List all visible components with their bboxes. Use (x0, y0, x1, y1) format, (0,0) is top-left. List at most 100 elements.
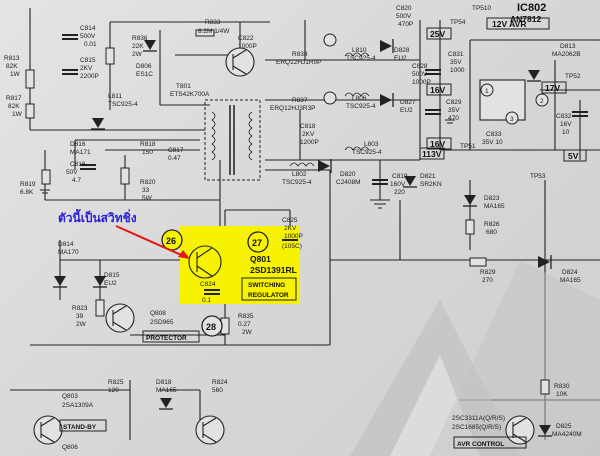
r835-watt: 2W (242, 329, 253, 336)
r836-label: R836 (132, 35, 148, 42)
d814-part: MA170 (58, 249, 79, 256)
c816-value: 4.7 (72, 177, 81, 184)
c818-volt: 2KV (302, 131, 315, 138)
q801-label: Q801 (250, 254, 271, 264)
l803-label: L803 (364, 141, 379, 148)
boxed-annotations (59, 17, 587, 449)
ic-pin-2: 2 (540, 98, 544, 105)
c815-volt: 2KV (80, 65, 93, 72)
c825-value: 1000P (284, 233, 303, 240)
r838-part: ERQ12HJ1R0P (276, 59, 322, 66)
d806-label: D806 (136, 63, 152, 70)
switching-label: SWITCHING (248, 282, 285, 289)
callout-text: ตัวนี้เป็นสวิทชิ่ง (58, 208, 137, 225)
c825-label: C825 (282, 217, 298, 224)
ic-pin-1: 1 (485, 88, 489, 95)
c816-volt: 50V (66, 169, 78, 176)
c819-label: C819 (392, 173, 408, 180)
r835-value: 0.27 (238, 321, 251, 328)
ic802-part: AN7812 (510, 14, 541, 24)
c816-label: C816 (70, 161, 86, 168)
c820-label: C820 (396, 5, 412, 12)
q801-part: 2SD1391RL (250, 265, 297, 275)
r823-label: R823 (72, 305, 88, 312)
c818-label: C818 (300, 123, 316, 130)
voltage-113v: 113V (422, 149, 442, 159)
standby-label: STAND-BY (63, 424, 97, 431)
r823-value: 39 (76, 313, 84, 320)
r824-label: R824 (212, 379, 228, 386)
c831-value: 1000 (450, 67, 465, 74)
c814-value: 0.01 (84, 41, 97, 48)
c824-value: 0.1 (202, 297, 211, 304)
c829-label: C829 (446, 99, 462, 106)
c832-volt: 16V (560, 121, 572, 128)
c822-label: C822 (238, 35, 254, 42)
r820-value: 33 (142, 187, 150, 194)
tp510-label: TP510 (472, 5, 492, 12)
r820-watt: 5W (142, 195, 153, 202)
l806-label: L806 (352, 95, 367, 102)
d821-part: SR2KN (420, 181, 442, 188)
d824-part: MA165 (560, 277, 581, 284)
tp52-label: TP52 (565, 73, 581, 80)
r819-value: 6.8K (20, 189, 34, 196)
d816-part: MA171 (70, 149, 91, 156)
d824-label: D824 (562, 269, 578, 276)
l811-part: TSC925-4 (108, 101, 138, 108)
tp54-label: TP54 (450, 19, 466, 26)
r825-value: 120 (108, 387, 119, 394)
avr-control-label: AVR CONTROL (457, 441, 504, 448)
l811-label: L811 (108, 93, 122, 100)
d821-label: D821 (420, 173, 436, 180)
r838-label: R838 (292, 51, 308, 58)
background-triangles (350, 260, 600, 456)
l803-part: TSC925-4 (352, 149, 382, 156)
r824-value: 560 (212, 387, 223, 394)
d827-part: EU2 (400, 107, 413, 114)
node-27: 27 (252, 238, 262, 248)
tp53-label: TP53 (530, 173, 546, 180)
c831-label: C831 (448, 51, 464, 58)
l810-part: TSC925-4 (346, 55, 376, 62)
r833-label: R833 (205, 19, 221, 26)
r817-label: R817 (6, 95, 22, 102)
d815-part: EU2 (104, 280, 117, 287)
regulator-label: REGULATOR (248, 292, 289, 299)
r826-value: 680 (486, 229, 497, 236)
r829-label: R829 (480, 269, 496, 276)
c833-label: C833 (486, 131, 502, 138)
r825-label: R825 (108, 379, 124, 386)
r837-part: ERQ12HJ3R3P (270, 105, 316, 112)
q803-part: 2SA1309A (62, 402, 94, 409)
r836-watt: 2W (132, 51, 143, 58)
c832-value: 10 (562, 129, 570, 136)
c820-value: 470P (398, 21, 413, 28)
c824-label: C824 (200, 281, 216, 288)
r818-value: 150 (142, 149, 153, 156)
d806-part: ES1C (136, 71, 153, 78)
protector-label: PROTECTOR (146, 335, 187, 342)
r826-label: R826 (484, 221, 500, 228)
d820-part: C2408M (336, 179, 361, 186)
c817-label: C817 (168, 147, 184, 154)
l810-label: L810 (352, 47, 367, 54)
d813-part: MA2062B (552, 51, 581, 58)
c833-value: 35V 10 (482, 139, 503, 146)
r837-label: R837 (292, 97, 308, 104)
q808-label: Q808 (150, 310, 166, 317)
q808-part: 2SD965 (150, 319, 174, 326)
c814-label: C814 (80, 25, 96, 32)
d813-label: D813 (560, 43, 576, 50)
ic802-box-label: 12V AVR (492, 19, 527, 29)
d814-label: D814 (58, 241, 74, 248)
r819-label: R819 (20, 181, 36, 188)
d827-label: D827 (400, 99, 416, 106)
callout-arrow (115, 225, 190, 259)
r830-label: R830 (554, 383, 570, 390)
r820-label: R820 (140, 179, 156, 186)
r823-watt: 2W (76, 321, 87, 328)
r835-label: R835 (238, 313, 254, 320)
l806-part: TSC925-4 (346, 103, 376, 110)
c819-volt: 160V (390, 181, 406, 188)
